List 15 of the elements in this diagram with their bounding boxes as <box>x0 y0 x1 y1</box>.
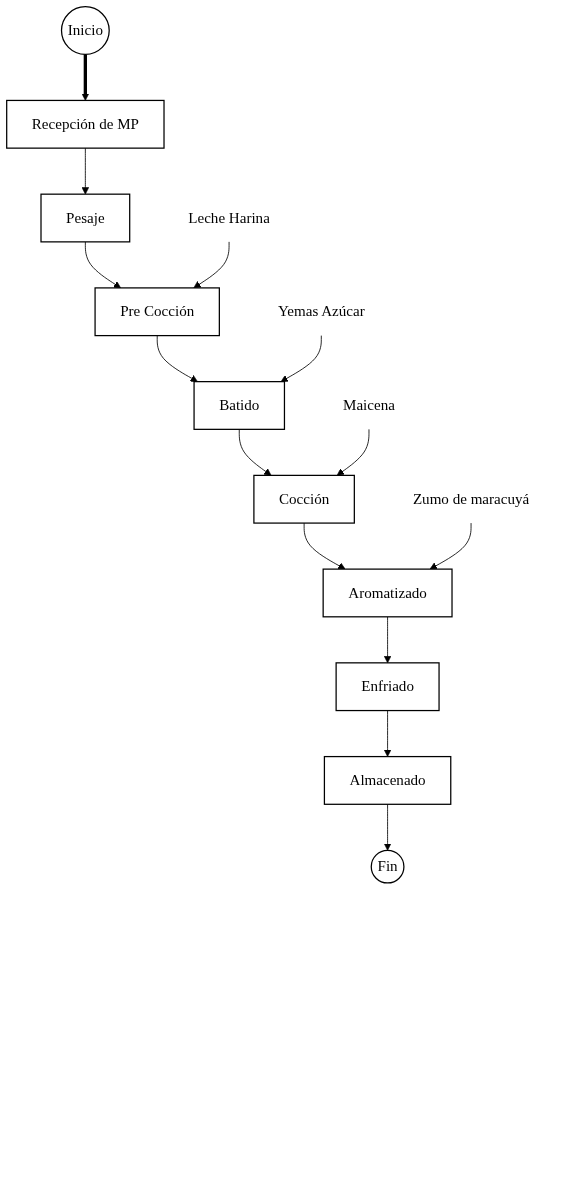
node-box: Almacenado <box>323 755 452 805</box>
node-box: Aromatizado <box>322 568 453 618</box>
node-box: Enfriado <box>335 662 440 712</box>
node-box: Recepción de MP <box>6 99 165 149</box>
node-box: Batido <box>193 381 286 430</box>
node-circle: Fin <box>370 849 405 884</box>
node-text: Yemas Azúcar <box>277 302 365 320</box>
node-text: Maicena <box>343 396 395 414</box>
node-circle: Inicio <box>60 6 110 56</box>
arrow <box>81 54 90 101</box>
node-text: Leche Harina <box>188 209 270 226</box>
node-box: Cocción <box>253 474 355 524</box>
node-text: Zumo de maracuyá <box>412 490 530 508</box>
node-box: Pesaje <box>40 193 131 243</box>
node-box: Pre Cocción <box>94 287 220 337</box>
